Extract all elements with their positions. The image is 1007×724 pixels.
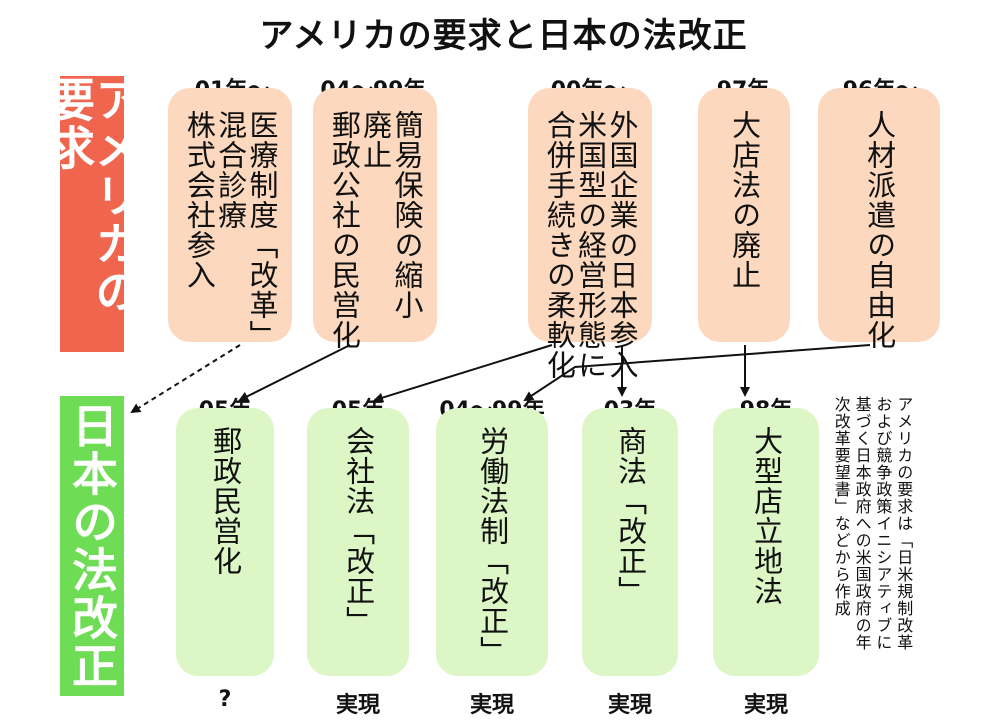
- arrow-staffing-to-labor-law: [523, 344, 871, 402]
- diagram-title: アメリカの要求と日本の法改正: [259, 16, 748, 56]
- us-demand-box: 簡易保険の縮小 廃止 郵政公社の民営化: [313, 88, 437, 350]
- us-demand-text: 外国企業の日本参入 米国型の経営形態に 合併手続きの柔軟化: [542, 110, 639, 380]
- us-demand-text: 人材派遣の自由化: [862, 110, 897, 350]
- arrow-postal-to-privatization: [238, 344, 351, 401]
- jp-reforms-label: 日本の法改正: [60, 396, 124, 696]
- source-note: アメリカの要求は「日米規制改革 および競争政策イニシアティブに 基づく日本政府へ…: [831, 396, 914, 651]
- jp-reform-text: 郵政民営化: [208, 426, 243, 576]
- reform-result: ?: [218, 687, 232, 712]
- jp-reform-box: 商法「改正」: [582, 408, 678, 676]
- us-demand-box: 外国企業の日本参入 米国型の経営形態に 合併手続きの柔軟化: [528, 88, 652, 380]
- reform-result: 実現: [469, 693, 514, 718]
- jp-reform-text: 労働法制「改正」: [475, 426, 510, 666]
- us-demand-box: 医療制度「改革」 混合診療 株式会社参入: [168, 88, 292, 350]
- reform-result: 実現: [607, 693, 652, 718]
- jp-reform-box: 労働法制「改正」: [436, 408, 548, 676]
- us-demand-text: 医療制度「改革」 混合診療 株式会社参入: [182, 110, 279, 350]
- arrow-healthcare-to-label: [130, 344, 241, 414]
- jp-reform-box: 会社法「改正」: [307, 408, 409, 676]
- us-demand-box: 大店法の廃止: [698, 88, 790, 342]
- us-demand-box: 人材派遣の自由化: [818, 88, 940, 350]
- jp-reform-box: 郵政民営化: [176, 408, 274, 676]
- reform-result: 実現: [335, 693, 380, 718]
- reform-result: 実現: [743, 693, 788, 718]
- arrow-foreign-to-company-law: [373, 344, 553, 403]
- jp-reform-box: 大型店立地法: [713, 408, 819, 676]
- jp-reform-text: 会社法「改正」: [341, 426, 376, 636]
- us-demands-label: アメリカの要求: [42, 76, 142, 352]
- us-demand-text: 簡易保険の縮小 廃止 郵政公社の民営化: [327, 110, 424, 350]
- us-demand-text: 大店法の廃止: [727, 110, 762, 290]
- jp-reform-text: 商法「改正」: [613, 426, 648, 606]
- jp-reform-text: 大型店立地法: [749, 426, 784, 606]
